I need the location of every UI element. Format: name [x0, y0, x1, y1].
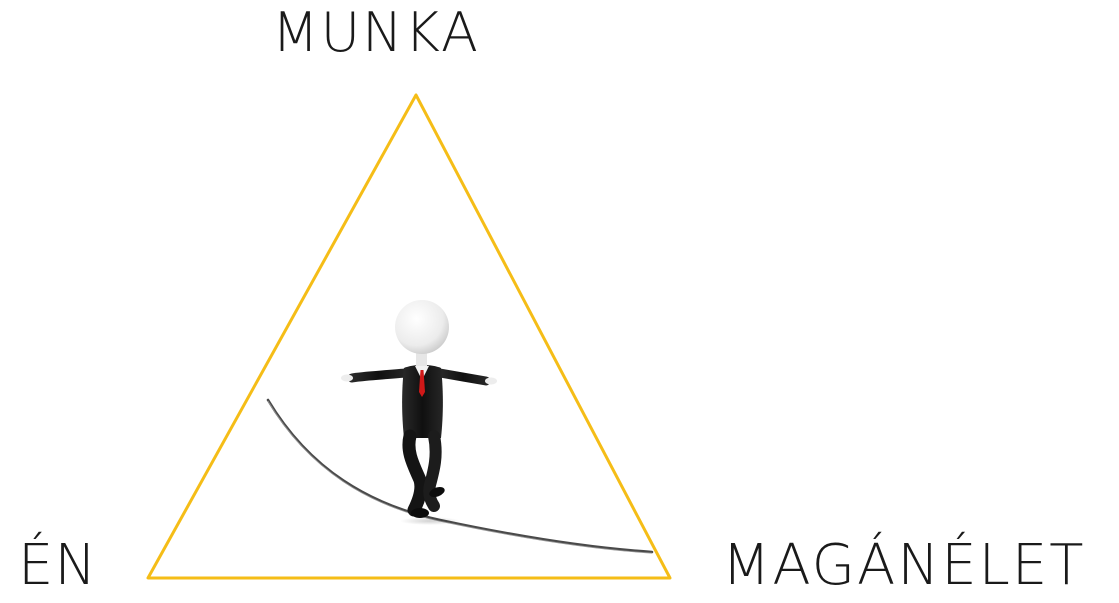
label-maganelet: MAGÁNÉLET [722, 538, 1085, 594]
balancing-figure-icon [341, 300, 497, 518]
tightrope-icon [268, 400, 652, 553]
label-munka: MUNKA [272, 6, 480, 60]
label-en: ÉN [18, 538, 97, 594]
